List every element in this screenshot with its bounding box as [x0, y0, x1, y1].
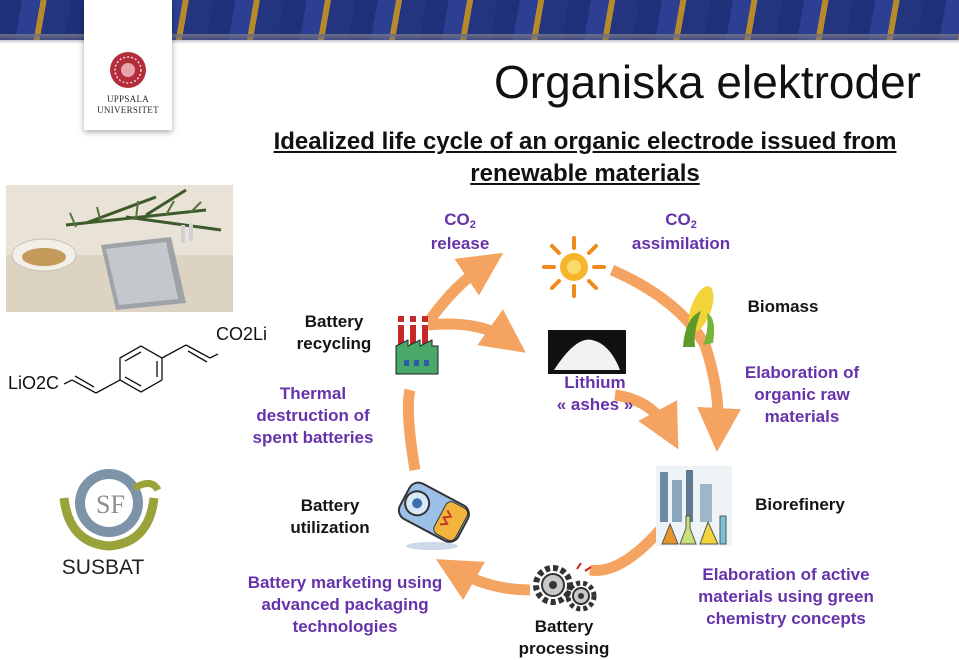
label-battery-recycling: Battery recycling — [296, 312, 372, 353]
battery-photo — [6, 185, 233, 312]
arrow-utilization-to-recycling — [402, 388, 421, 471]
uppsala-logo: UPPSALA UNIVERSITET — [84, 0, 172, 130]
battery-icon — [397, 481, 470, 550]
label-battery-marketing: Battery marketing using advanced packagi… — [247, 573, 443, 636]
page-title: Organiska elektroder — [494, 56, 921, 108]
logo-wordmark: UPPSALA UNIVERSITET — [97, 94, 159, 115]
university-seal-icon — [110, 52, 146, 88]
label-co2-assimilation: CO2 assimilation — [631, 210, 731, 253]
label-battery-utilization: Battery utilization — [290, 496, 370, 537]
gears-icon — [533, 563, 597, 612]
label-elaboration-raw: Elaboration of organic raw materials — [744, 363, 860, 426]
subtitle-line-1: Idealized life cycle of an organic elect… — [273, 128, 897, 155]
molecule-structure — [63, 344, 219, 394]
svg-text:SF: SF — [96, 490, 125, 519]
arrow-co2-assimilation — [609, 264, 742, 452]
label-thermal-destruction: Thermal destruction of spent batteries — [252, 384, 374, 447]
label-biomass: Biomass — [747, 297, 819, 316]
label-elaboration-active: Elaboration of active materials using gr… — [698, 565, 874, 628]
subtitle-line-2: renewable materials — [470, 160, 700, 187]
label-co2-release: CO2 release — [430, 210, 490, 253]
susbat-logo-icon: SF — [59, 469, 162, 551]
arrow-recycling-to-co2 — [425, 252, 504, 324]
arrow-recycling-to-lithium — [427, 309, 526, 353]
label-biorefinery: Biorefinery — [755, 495, 845, 514]
molecule-left-group: LiO2C — [8, 373, 60, 393]
biorefinery-icon — [656, 466, 732, 546]
arrow-lithium-to-biorefinery — [614, 389, 679, 450]
lithium-powder-icon — [548, 330, 626, 374]
corn-icon — [683, 286, 715, 347]
factory-icon — [395, 316, 439, 375]
arrow-processing-to-utilization — [435, 559, 531, 601]
label-lithium-ashes: Lithium « ashes » — [556, 373, 634, 414]
molecule-right-group: CO2Li — [216, 324, 268, 344]
banner-shade — [0, 34, 959, 44]
arrow-biorefinery-to-processing — [589, 526, 665, 576]
susbat-label: SUSBAT — [61, 556, 145, 579]
label-battery-processing: Battery processing — [518, 617, 610, 658]
sun-icon — [542, 236, 606, 298]
page-subtitle: Idealized life cycle of an organic elect… — [210, 126, 959, 190]
